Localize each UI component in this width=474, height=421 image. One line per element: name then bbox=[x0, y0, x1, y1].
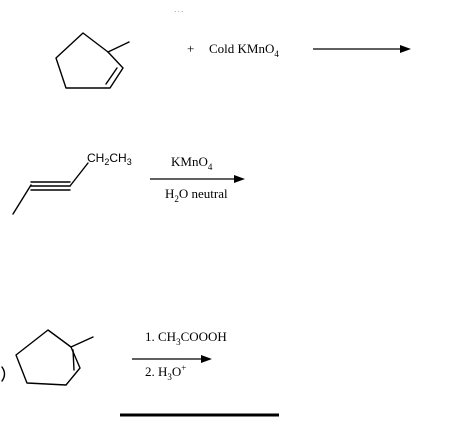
methyl-bond-2 bbox=[70, 336, 94, 348]
left-bracket-fragment bbox=[1, 366, 6, 382]
reagent-label-2: KMnO4 bbox=[171, 154, 213, 172]
methylcyclopentene-structure-2 bbox=[15, 329, 94, 386]
condition-label-2: H2O neutral bbox=[165, 186, 228, 204]
reagent-label-1: Cold KMnO4 bbox=[209, 41, 279, 59]
ellipsis-indicator: ... bbox=[174, 4, 185, 14]
ring-bonds-2 bbox=[15, 329, 81, 386]
reaction-arrow-2 bbox=[150, 175, 245, 183]
methylcyclopentene-structure-1 bbox=[55, 32, 130, 89]
terminal-methyl-bond bbox=[12, 184, 32, 215]
pentyne-structure bbox=[12, 162, 89, 215]
step1-reagent-label: 1. CH3COOOH bbox=[145, 329, 227, 347]
reaction-2: CH2CH3 KMnO4 H2O neutral bbox=[12, 151, 245, 215]
ethyl-substituent-label: CH2CH3 bbox=[87, 151, 132, 167]
reaction-arrow-3 bbox=[132, 355, 212, 363]
methyl-bond-1 bbox=[107, 41, 130, 53]
reaction-1: + Cold KMnO4 bbox=[55, 32, 411, 89]
ethyl-bond bbox=[69, 162, 89, 187]
plus-sign: + bbox=[187, 41, 194, 56]
reaction-arrow-1 bbox=[313, 45, 411, 53]
double-bond-line-2 bbox=[72, 349, 75, 371]
reaction-3: 1. CH3COOOH 2. H3O+ bbox=[1, 329, 279, 417]
ring-bonds-1 bbox=[55, 32, 124, 89]
double-bond-line-1 bbox=[105, 67, 118, 85]
step2-reagent-label: 2. H3O+ bbox=[145, 363, 186, 382]
